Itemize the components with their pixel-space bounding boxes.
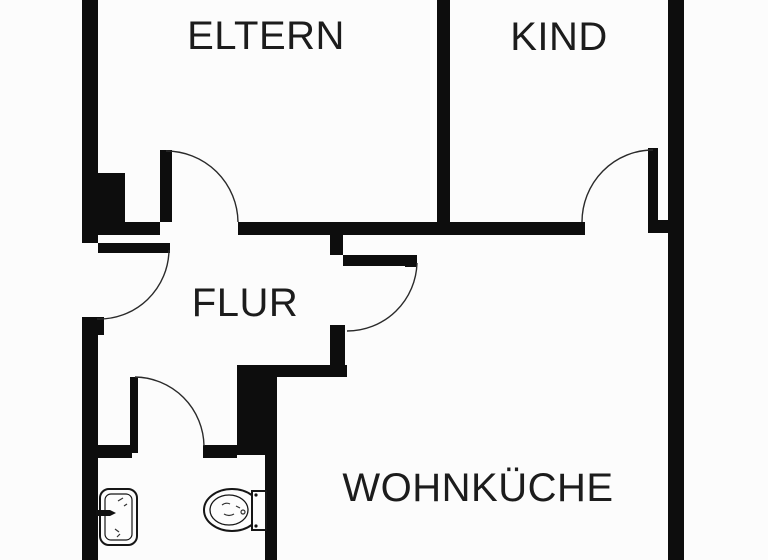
bathroom-door-leaf bbox=[130, 377, 138, 453]
wall-bathroom-right bbox=[265, 455, 277, 560]
wall-bedrooms-bottom-mid bbox=[238, 222, 585, 235]
room-label-eltern: ELTERN bbox=[187, 14, 345, 58]
wall-right bbox=[668, 0, 684, 560]
kind-door-swing-arc bbox=[581, 149, 654, 223]
wall-bedrooms-bottom-right bbox=[648, 220, 674, 233]
toilet-bowl-inner bbox=[209, 494, 249, 526]
kind-door-leaf bbox=[648, 148, 658, 222]
wall-bathroom-top-right bbox=[203, 445, 237, 458]
wohnkueche-door-leaf-tip bbox=[405, 255, 417, 267]
entry-door-swing-arc bbox=[96, 249, 170, 320]
wall-bathroom-top-left bbox=[82, 445, 132, 458]
toilet-water-marks bbox=[221, 502, 246, 517]
room-label-kind: KIND bbox=[510, 15, 608, 59]
bathroom-door-swing-arc bbox=[134, 376, 205, 447]
toilet-icon bbox=[203, 488, 267, 532]
walls bbox=[82, 0, 684, 560]
wall-eltern-kind-divider bbox=[437, 0, 450, 235]
sink-faucet bbox=[96, 510, 116, 516]
wall-flur-wohn-stub-top bbox=[330, 222, 343, 255]
wall-left-bottom bbox=[82, 317, 98, 560]
eltern-door-leaf bbox=[160, 150, 172, 222]
wohnkueche-door-swing-arc bbox=[346, 262, 418, 332]
toilet-bolt-top bbox=[254, 493, 258, 497]
eltern-door-swing-arc bbox=[165, 150, 239, 223]
room-label-wohnkueche: WOHNKÜCHE bbox=[342, 466, 614, 510]
sink-icon bbox=[96, 488, 138, 546]
chimney-block bbox=[237, 365, 277, 455]
sink-detail-marks bbox=[114, 497, 128, 538]
entry-door-leaf bbox=[98, 243, 170, 253]
doors bbox=[96, 148, 658, 453]
toilet-tank bbox=[251, 490, 267, 531]
wohnkueche-door-leaf bbox=[343, 255, 405, 266]
toilet-bolt-bottom bbox=[254, 524, 258, 528]
room-label-flur: FLUR bbox=[191, 281, 299, 325]
wall-entry-jamb-bottom bbox=[82, 317, 104, 335]
wall-flur-wohn-stub-bottom bbox=[330, 325, 345, 365]
wall-bedrooms-bottom-left bbox=[82, 222, 160, 235]
